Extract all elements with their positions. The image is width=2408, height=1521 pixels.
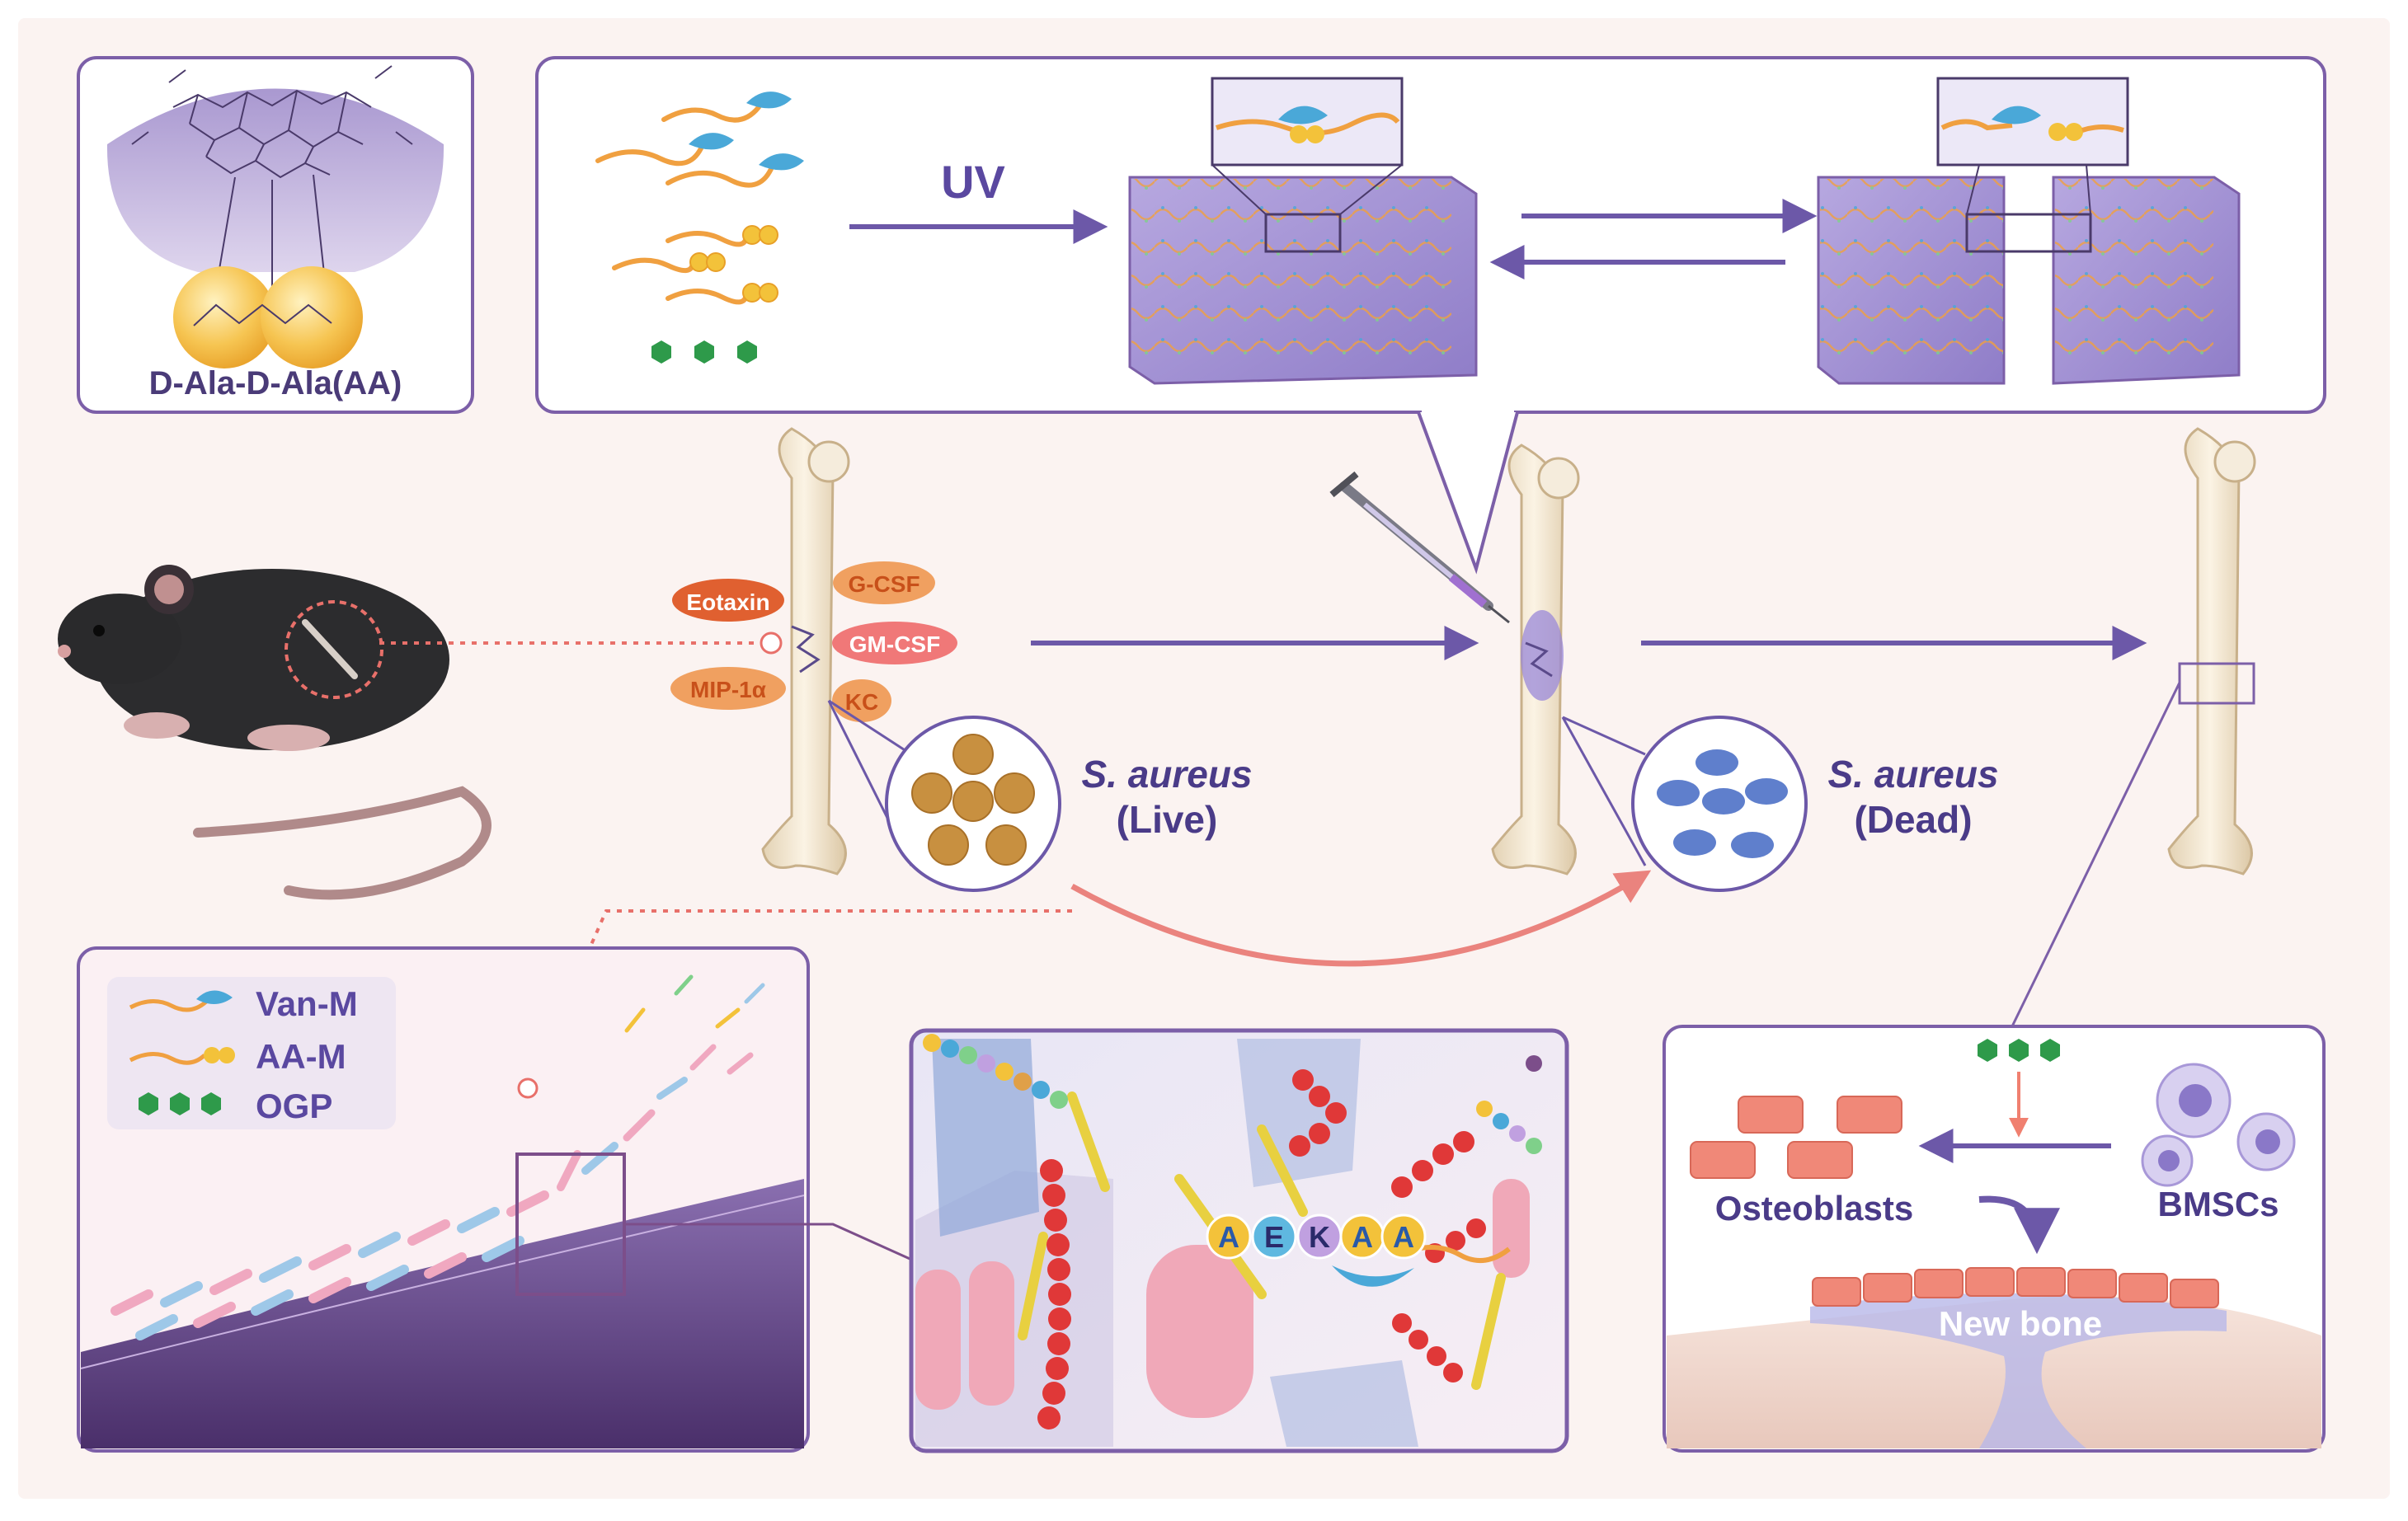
vancomycin-structure-lines <box>131 65 413 289</box>
cytokine-label-gm-csf: GM-CSF <box>849 631 940 657</box>
aa-bead-right <box>261 266 363 369</box>
live-bacteria-cells <box>911 734 1035 866</box>
bmscs-label: BMSCs <box>2157 1185 2279 1223</box>
nanofiber-coating <box>111 974 765 1340</box>
molecular-zoom-panel: A E K A A <box>909 1028 1569 1453</box>
tissue-layer <box>1667 1296 2321 1448</box>
aa-bead-pairs <box>689 225 778 303</box>
aa-bead-left <box>173 266 275 369</box>
cytokine-badge-eotaxin <box>672 579 784 622</box>
new-bone-layer <box>1810 1293 2227 1448</box>
hydrogel-callout-pointer <box>1417 411 1519 575</box>
live-bacteria-callout: S. aureus (Live) <box>827 699 1253 892</box>
legend: Van-M AA-M OGP <box>107 977 396 1129</box>
fiber-aa-icon <box>129 1052 206 1065</box>
dead-species-label: S. aureus <box>1827 753 1998 796</box>
van-m-monomers <box>595 105 774 188</box>
vancomycin-dome <box>106 88 444 272</box>
callout-gap-cover <box>1422 404 1514 415</box>
dead-bacteria-callout: S. aureus (Dead) <box>1561 716 1999 892</box>
residue-bead-5 <box>1380 1214 1427 1260</box>
live-state-label: (Live) <box>1117 798 1218 841</box>
dotted-line-to-coating <box>526 909 1072 1089</box>
aa-m-monomers <box>612 230 749 305</box>
bone-healed <box>2167 427 2256 876</box>
residue-letter-5: A <box>1393 1220 1414 1254</box>
hydrogel-panel: UV <box>535 56 2326 575</box>
syringe-icon <box>1329 471 1510 624</box>
new-bone-label: New bone <box>1939 1304 2102 1343</box>
cytokine-badge-mip-1a <box>670 667 786 710</box>
panel-ogp-hexagons <box>1978 1039 2060 1062</box>
ogp-hexagons-icon <box>139 1092 221 1115</box>
legend-label-ogp: OGP <box>256 1087 332 1125</box>
legend-item-ogp: OGP <box>139 1087 332 1125</box>
cytokine-label-g-csf: G-CSF <box>848 571 919 597</box>
residue-letter-2: E <box>1264 1220 1284 1254</box>
dead-bacteria-cells <box>1657 749 1788 858</box>
bone-treated <box>1491 444 1580 876</box>
regeneration-panel: New bone Osteoblasts BMSCs <box>1663 1025 2326 1453</box>
cytokine-badge-gm-csf <box>832 622 957 664</box>
bone-infected <box>761 427 850 876</box>
uv-label: UV <box>941 156 1005 208</box>
bone-formation-curved-arrow <box>1978 1195 2060 1255</box>
legend-label-van-m: Van-M <box>256 984 358 1023</box>
vancomycin-cup <box>1332 1265 1414 1287</box>
residue-letter-3: K <box>1309 1220 1330 1254</box>
infection-model: Eotaxin G-CSF GM-CSF MIP-1α KC S. aureus… <box>58 427 2256 1089</box>
mouse-illustration <box>58 565 491 900</box>
residue-bead-2 <box>1251 1214 1297 1260</box>
aa-structure-lines <box>193 303 332 326</box>
healed-region-connector <box>2011 682 2181 1027</box>
vancomycin-caps <box>689 92 804 171</box>
cytokine-badge-g-csf <box>833 561 935 604</box>
legend-item-aa-m: AA-M <box>129 1037 346 1076</box>
residue-letter-4: A <box>1352 1220 1373 1254</box>
zoom-connector <box>624 1223 916 1263</box>
red-arc-arrow <box>1070 870 1652 967</box>
legend-item-van-m: Van-M <box>129 984 358 1023</box>
peptide-sequence: A E K A A <box>1206 1214 1427 1260</box>
legend-label-aa-m: AA-M <box>256 1037 346 1076</box>
infection-site-marker <box>760 631 783 655</box>
cytokines: Eotaxin G-CSF GM-CSF MIP-1α KC <box>670 561 957 722</box>
residue-bead-1 <box>1206 1214 1252 1260</box>
hydrogel-block-intact <box>1128 77 1478 385</box>
colored-bead-strands <box>923 1034 1542 1154</box>
dead-state-label: (Dead) <box>1854 798 1972 841</box>
residue-letter-1: A <box>1218 1220 1239 1254</box>
live-species-label: S. aureus <box>1081 753 1252 796</box>
osteoblast-cells <box>1690 1096 1902 1179</box>
legend-box <box>107 977 396 1129</box>
cytokine-label-kc: KC <box>845 689 878 715</box>
cytokine-label-eotaxin: Eotaxin <box>686 589 769 615</box>
coating-panel: Van-M AA-M OGP <box>77 946 916 1453</box>
molecule-panel: D-Ala-D-Ala(AA) <box>77 56 474 414</box>
bmsc-cells <box>2141 1063 2296 1187</box>
implant-ridges <box>80 1195 805 1369</box>
mouse-femur-highlight <box>285 600 383 699</box>
osteoblasts-label: Osteoblasts <box>1715 1189 1913 1228</box>
new-bone-osteoblast-row <box>1812 1267 2219 1308</box>
cytokine-label-mip-1a: MIP-1α <box>690 677 766 702</box>
fiber-vancomycin-icon <box>129 999 208 1012</box>
ogp-hexagons <box>651 340 757 364</box>
hydrogel-block-cut <box>1817 77 2241 385</box>
coating-site-marker <box>517 1077 539 1099</box>
molecule-label: D-Ala-D-Ala(AA) <box>149 365 402 401</box>
